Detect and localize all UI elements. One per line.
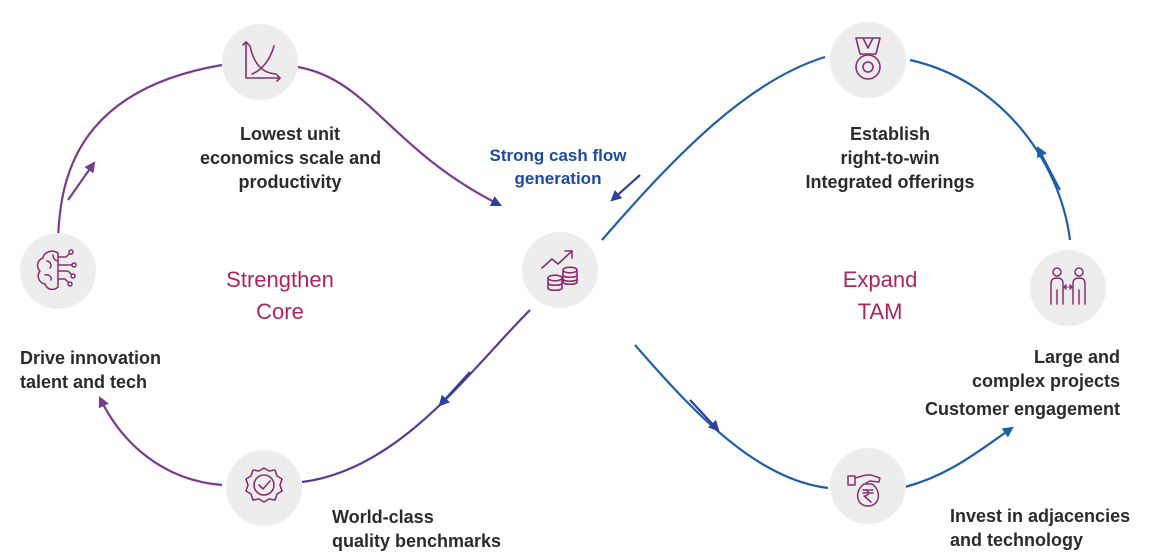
phase-strengthen-core: Strengthen Core xyxy=(200,264,360,328)
adjacencies-label: Invest in adjacencies and technology xyxy=(950,504,1165,552)
unit-economics-line3: productivity xyxy=(238,172,342,192)
right-to-win-node xyxy=(830,22,906,98)
adjacencies-line1: Invest in adjacencies xyxy=(950,506,1131,526)
arrow-center-to-adjacencies xyxy=(689,399,720,432)
connector-center-to-right-to-win xyxy=(601,55,826,241)
right-to-win-line1: Establish xyxy=(849,124,931,144)
arrow-center-to-right-to-win xyxy=(610,174,641,202)
innovation-line1: Drive innovation xyxy=(20,348,162,368)
growth-coins-icon xyxy=(541,250,578,292)
medal-icon xyxy=(855,37,881,80)
large-projects-line3: Customer engagement xyxy=(924,399,1120,419)
connector-unit-economics-to-center xyxy=(297,65,502,206)
phase-right-line1: Expand xyxy=(842,267,918,292)
center-label-line2: generation xyxy=(514,169,602,188)
large-projects-node xyxy=(1030,250,1106,326)
adjacencies-node xyxy=(830,448,906,524)
innovation-node xyxy=(20,233,96,309)
quality-badge-icon xyxy=(245,467,283,503)
rupee-money-bag-icon xyxy=(847,474,881,507)
arrow-large-projects-to-right-to-win xyxy=(1036,146,1061,191)
people-exchange-icon xyxy=(1050,267,1086,305)
declining-curve-chart-icon xyxy=(242,41,281,82)
arrow-up-left-loop xyxy=(67,161,96,201)
connector-adjacencies-to-large-projects xyxy=(904,426,1014,489)
quality-line1: World-class xyxy=(332,507,434,527)
connector-quality-to-innovation xyxy=(98,396,223,487)
phase-right-line2: TAM xyxy=(857,299,903,324)
connector-center-to-quality xyxy=(301,309,531,484)
center-label-line1: Strong cash flow xyxy=(489,146,627,165)
large-projects-label: Large and complex projects Customer enga… xyxy=(920,345,1120,421)
quality-line2: quality benchmarks xyxy=(332,531,502,551)
unit-economics-line1: Lowest unit xyxy=(240,124,340,144)
connector-innovation-to-unit-economics xyxy=(56,63,223,241)
brain-circuit-icon xyxy=(36,249,77,291)
phase-left-line1: Strengthen xyxy=(226,267,334,292)
unit-economics-line2: economics scale and xyxy=(200,148,382,168)
arrow-center-to-quality xyxy=(438,371,471,407)
unit-economics-node xyxy=(222,24,298,100)
large-projects-line1: Large and xyxy=(1033,347,1120,367)
unit-economics-label: Lowest unit economics scale and producti… xyxy=(200,122,382,194)
connector-center-to-adjacencies xyxy=(634,344,829,490)
right-to-win-line3: Integrated offerings xyxy=(805,172,975,192)
right-to-win-label: Establish right-to-win Integrated offeri… xyxy=(790,122,990,194)
adjacencies-line2: and technology xyxy=(950,530,1084,550)
connector-right-to-win-to-large-projects xyxy=(909,58,1072,241)
right-to-win-line2: right-to-win xyxy=(840,148,940,168)
large-projects-line2: complex projects xyxy=(971,371,1120,391)
innovation-label: Drive innovation talent and tech xyxy=(20,346,210,394)
innovation-line2: talent and tech xyxy=(20,372,148,392)
phase-left-line2: Core xyxy=(256,299,304,324)
phase-expand-tam: Expand TAM xyxy=(800,264,960,328)
quality-node xyxy=(226,450,302,526)
center-node xyxy=(522,232,598,308)
center-label: Strong cash flow generation xyxy=(478,144,638,190)
